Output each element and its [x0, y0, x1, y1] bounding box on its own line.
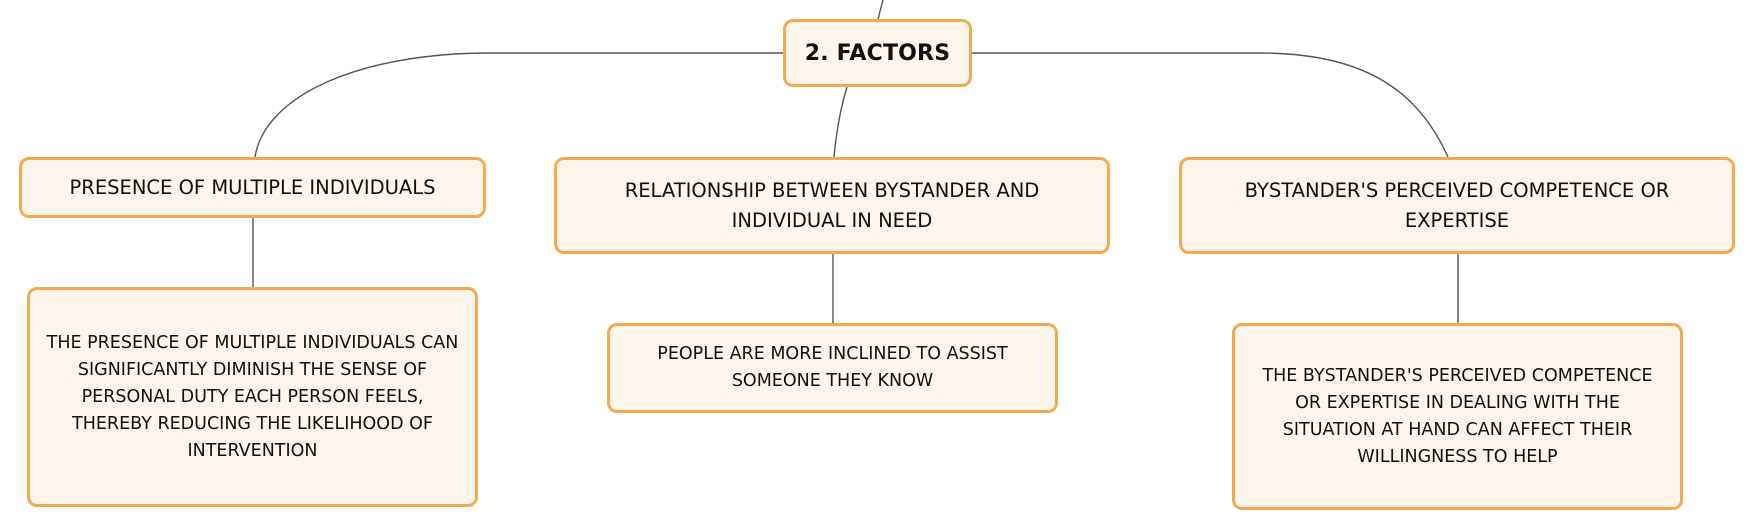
factor-node-perceived-competence[interactable]: BYSTANDER'S PERCEIVED COMPETENCE OR EXPE… — [1179, 157, 1735, 254]
root-node-label: 2. FACTORS — [804, 40, 951, 66]
detail-node-text: THE PRESENCE OF MULTIPLE INDIVIDUALS CAN… — [46, 332, 459, 461]
factor-node-label: RELATIONSHIP BETWEEN BYSTANDER AND INDIV… — [624, 178, 1040, 232]
connector-root-to-factor-1 — [833, 86, 848, 158]
detail-node-relationship[interactable]: PEOPLE ARE MORE INCLINED TO ASSIST SOMEO… — [607, 323, 1058, 413]
root-node[interactable]: 2. FACTORS — [783, 19, 972, 87]
connector-root-to-factor-0 — [254, 52, 783, 158]
factor-node-relationship[interactable]: RELATIONSHIP BETWEEN BYSTANDER AND INDIV… — [554, 157, 1110, 254]
detail-node-perceived-competence[interactable]: THE BYSTANDER'S PERCEIVED COMPETENCE OR … — [1232, 323, 1683, 510]
detail-node-text: PEOPLE ARE MORE INCLINED TO ASSIST SOMEO… — [657, 344, 1008, 391]
connector-parent-to-root — [877, 0, 884, 20]
factor-node-label: PRESENCE OF MULTIPLE INDIVIDUALS — [69, 175, 436, 199]
factor-node-presence-of-multiple-individuals[interactable]: PRESENCE OF MULTIPLE INDIVIDUALS — [19, 157, 486, 218]
detail-node-text: THE BYSTANDER'S PERCEIVED COMPETENCE OR … — [1262, 365, 1653, 467]
detail-node-presence-of-multiple-individuals[interactable]: THE PRESENCE OF MULTIPLE INDIVIDUALS CAN… — [27, 287, 478, 507]
connector-root-to-factor-2 — [972, 52, 1449, 158]
factor-node-label: BYSTANDER'S PERCEIVED COMPETENCE OR EXPE… — [1244, 178, 1670, 232]
